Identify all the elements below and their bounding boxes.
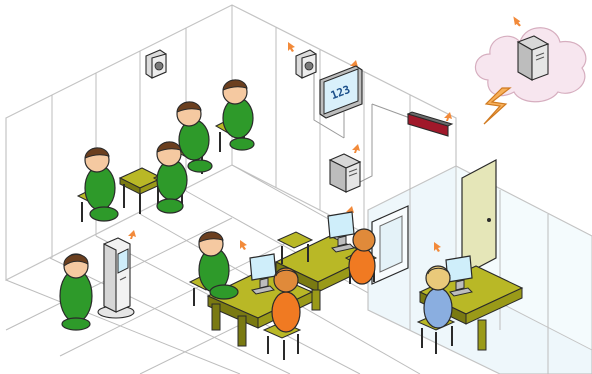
counter-window-icon bbox=[371, 205, 409, 285]
server-icon bbox=[328, 153, 362, 193]
pointer-arrow-icon bbox=[288, 42, 295, 52]
pointer-arrow-icon bbox=[346, 206, 354, 215]
pointer-arrow-icon bbox=[352, 144, 360, 153]
staff-member bbox=[344, 228, 378, 285]
pointer-arrow-icon bbox=[240, 240, 247, 250]
cloud-server-icon bbox=[516, 35, 550, 81]
door-icon bbox=[461, 159, 497, 277]
pointer-arrow-icon bbox=[350, 60, 358, 69]
computer-monitor-icon bbox=[445, 255, 473, 297]
waiting-table bbox=[118, 167, 164, 214]
pointer-arrows bbox=[128, 16, 521, 252]
stool bbox=[276, 231, 314, 264]
lightning-link-icon bbox=[483, 87, 512, 125]
service-customer bbox=[188, 231, 239, 306]
staff-member bbox=[262, 267, 302, 360]
staff-member bbox=[416, 265, 456, 354]
waiting-customer bbox=[76, 147, 119, 222]
computer-monitor-icon bbox=[327, 211, 355, 253]
waiting-customer bbox=[152, 141, 188, 214]
kiosk-icon bbox=[97, 237, 135, 319]
standing-customer bbox=[59, 253, 93, 331]
pointer-arrow-icon bbox=[513, 16, 521, 27]
speaker-icon bbox=[145, 49, 167, 79]
display-board-icon: 123 bbox=[319, 65, 363, 119]
pointer-arrow-icon bbox=[444, 112, 452, 121]
pointer-arrow-icon bbox=[128, 230, 136, 239]
led-sign-icon bbox=[406, 111, 454, 137]
pointer-arrow-icon bbox=[434, 242, 441, 252]
waiting-customer bbox=[214, 79, 255, 152]
speaker-icon bbox=[295, 49, 317, 79]
